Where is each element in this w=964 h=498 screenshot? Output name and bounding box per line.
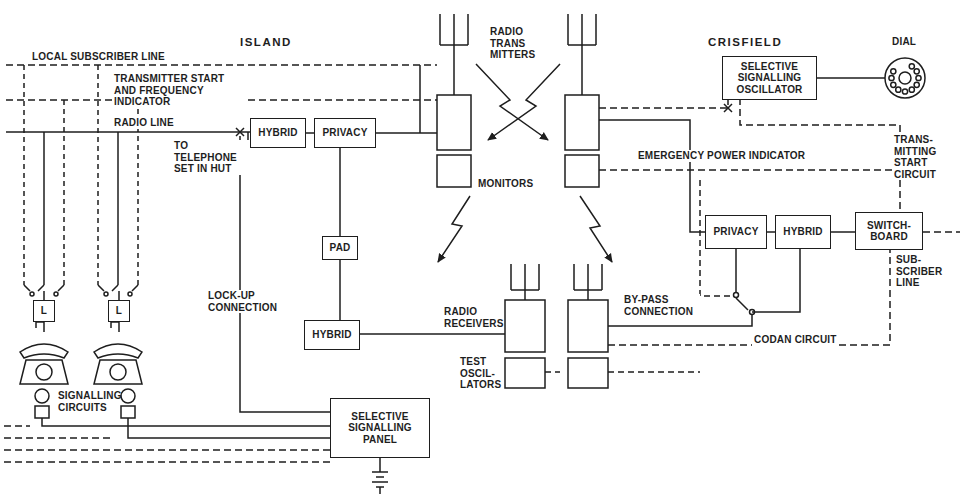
connector-line: [831, 231, 855, 233]
privacy-box: PRIVACY: [705, 215, 767, 249]
label-text: CODAN CIRCUIT: [752, 334, 839, 346]
label-text: TRANS- MITTING START CIRCUIT: [892, 134, 962, 180]
oscillator-box: SELECTIVE SIGNALLING OSCILLATOR: [722, 56, 817, 100]
box-text: L: [116, 305, 122, 317]
dial-hole: [896, 87, 901, 92]
connector-line: [306, 132, 314, 134]
hybrid-box: HYBRID: [775, 215, 831, 249]
connector-line: [767, 231, 775, 233]
label-text: RADIO TRANS MITTERS: [488, 26, 560, 61]
label-text: MONITORS: [476, 178, 535, 190]
label-text: LOCK-UP CONNECTION: [206, 290, 282, 313]
box-text: HYBRID: [783, 226, 823, 238]
dial-hole: [909, 64, 914, 69]
label-text: TO TELEPHONE SET IN HUT: [172, 140, 250, 175]
switchboard-box: SWITCH-BOARD: [855, 212, 923, 250]
label-text: TRANSMITTER START AND FREQUENCY INDICATO…: [112, 73, 248, 108]
connector-line: [339, 148, 341, 236]
label-text: LOCAL SUBSCRIBER LINE: [30, 51, 167, 63]
hybrid-box: HYBRID: [250, 118, 306, 148]
box-text: PAD: [330, 242, 351, 254]
label-text: TEST OSCIL- LATORS: [458, 356, 504, 391]
pad-box: PAD: [322, 236, 358, 260]
label-text: RADIO LINE: [112, 117, 176, 129]
dial-hole: [902, 89, 907, 94]
label-text: CRISFIELD: [706, 36, 784, 49]
dial-hole: [889, 75, 894, 80]
label-text: BY-PASS CONNECTION: [622, 294, 700, 317]
connector-line: [339, 260, 341, 320]
relay-box: L: [33, 300, 55, 322]
box-text: L: [41, 305, 47, 317]
label-text: RADIO RECEIVERS: [442, 306, 504, 329]
hybrid-box: HYBRID: [304, 320, 360, 350]
label-text: SIGNALLING CIRCUITS: [56, 390, 120, 413]
dial-hole: [916, 75, 921, 80]
box-text: HYBRID: [312, 329, 352, 341]
signalling-panel: SELECTIVE SIGNALLING PANEL: [330, 398, 430, 458]
label-text: EMERGENCY POWER INDICATOR: [636, 150, 807, 162]
privacy-box: PRIVACY: [314, 118, 376, 148]
relay-box: L: [108, 300, 130, 322]
dial-hole: [914, 69, 919, 74]
box-text: SWITCH-BOARD: [859, 220, 919, 243]
dial-hole: [914, 82, 919, 87]
box-text: SELECTIVE SIGNALLING OSCILLATOR: [726, 61, 813, 96]
label-text: ISLAND: [238, 36, 294, 49]
dial-hole: [891, 82, 896, 87]
label-text: DIAL: [890, 36, 918, 48]
dial-hole: [909, 87, 914, 92]
label-text: SUB- SCRIBER LINE: [894, 254, 954, 289]
box-text: SELECTIVE SIGNALLING PANEL: [334, 411, 426, 446]
box-text: PRIVACY: [322, 127, 367, 139]
box-text: PRIVACY: [713, 226, 758, 238]
box-text: HYBRID: [258, 127, 298, 139]
dial-hole: [891, 69, 896, 74]
